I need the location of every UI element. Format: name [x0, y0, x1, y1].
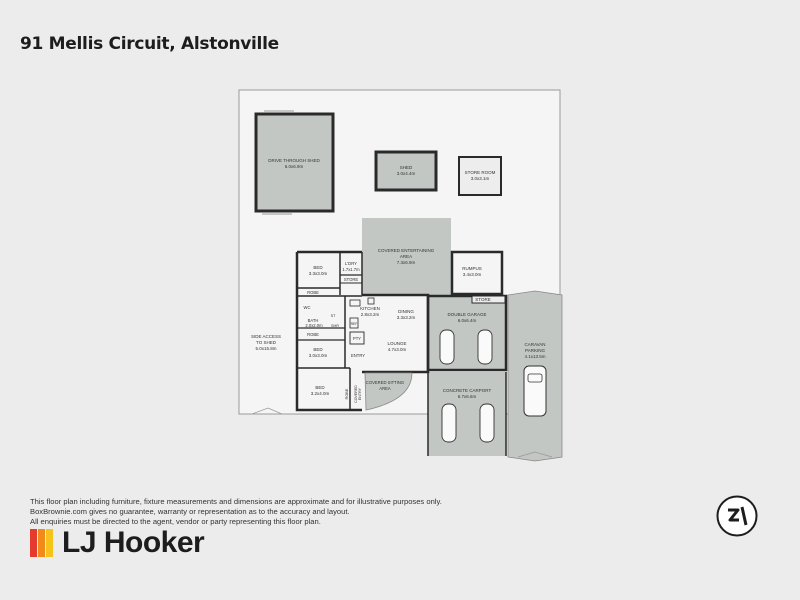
drive-through-shed-size: 6.0x6.9m [285, 164, 304, 169]
rumpus: RUMPUS 3.4x3.0m [450, 250, 504, 296]
boxbrownie-logo-icon [716, 495, 758, 537]
covered-entry-label: COVERED [354, 385, 358, 403]
ldry-label: L'DRY [345, 261, 357, 266]
caravan-parking-label-2: PARKING [525, 348, 545, 353]
covered-entertaining-size: 7.3x6.9m [397, 260, 416, 265]
shr-label: SHR [331, 324, 339, 328]
double-garage-size: 6.0x6.4m [458, 318, 477, 323]
disclaimer-line-3: All enquiries must be directed to the ag… [30, 517, 321, 526]
lounge-label: LOUNGE [387, 341, 406, 346]
pty-label: PTY [353, 336, 361, 341]
store-room-size: 3.0x3.1m [471, 176, 490, 181]
caravan-parking: CARAVAN PARKING 4.1x13.5m [507, 290, 563, 462]
double-garage-label: DOUBLE GARAGE [447, 312, 486, 317]
dining-size: 3.3x3.2m [397, 315, 416, 320]
covered-sitting-area: COVERED SITTING AREA [364, 372, 413, 411]
side-access-size: 5.0x15.8m [255, 346, 276, 351]
house-walls [295, 250, 430, 412]
caravan-parking-label: CARAVAN [524, 342, 545, 347]
bed-3-label: BED [315, 385, 325, 390]
logo-bars [30, 529, 54, 557]
page-title: 91 Mellis Circuit, Alstonville [20, 34, 279, 54]
lj-hooker-logo: LJ Hooker [30, 526, 205, 559]
rumpus-size: 3.4x3.0m [463, 272, 482, 277]
robe-1-label: ROBE [307, 290, 319, 295]
disclaimer: This floor plan including furniture, fix… [30, 497, 442, 527]
bath-label: BATH [308, 318, 319, 323]
bed-2-label: BED [313, 347, 323, 352]
drive-through-shed: DRIVE THROUGH SHED 6.0x6.9m [254, 110, 335, 215]
shed: SHED 3.0x4.4m [374, 150, 438, 192]
concrete-carport-label: CONCRETE CARPORT [443, 388, 492, 393]
kitchen-label: KITCHEN [360, 306, 380, 311]
covered-sitting-label: COVERED SITTING [366, 380, 404, 385]
side-access-label: SIDE ACCESS [251, 334, 281, 339]
dining-label: DINING [398, 309, 414, 314]
ref-label: REF [351, 322, 358, 326]
store-room-label: STORE ROOM [465, 170, 496, 175]
robe-3-label: ROBE [345, 388, 349, 399]
kitchen-size: 2.8x3.2m [361, 312, 380, 317]
st-label: ST [331, 314, 337, 318]
bed-2-size: 3.0x3.0m [309, 353, 328, 358]
covered-entertaining-label-2: AREA [400, 254, 412, 259]
covered-entry-label-2: ENTRY [358, 387, 362, 400]
store-1-label: STORE [344, 277, 359, 282]
rumpus-label: RUMPUS [462, 266, 482, 271]
bed-3-size: 3.2x4.0m [311, 391, 330, 396]
store-2-label: STORE [475, 297, 490, 302]
entry-label: ENTRY [351, 353, 365, 358]
disclaimer-line-2: BoxBrownie.com gives no guarantee, warra… [30, 507, 350, 516]
shed-size: 3.0x4.4m [397, 171, 416, 176]
shed-label: SHED [400, 165, 413, 170]
covered-entertaining-label: COVERED ENTERTAINING [378, 248, 435, 253]
lounge-size: 4.7x3.0m [388, 347, 407, 352]
wc-label: WC [304, 305, 311, 310]
bed-1-size: 3.3x3.0m [309, 271, 328, 276]
concrete-carport: CONCRETE CARPORT 6.7x6.6m [427, 372, 507, 456]
robe-2-label: ROBE [307, 332, 319, 337]
side-access-label-2: TO SHED [256, 340, 277, 345]
disclaimer-line-1: This floor plan including furniture, fix… [30, 497, 442, 506]
store-room: STORE ROOM 3.0x3.1m [458, 156, 502, 196]
covered-sitting-label-2: AREA [379, 386, 391, 391]
concrete-carport-size: 6.7x6.6m [458, 394, 477, 399]
bath-size: 2.0x2.0m [305, 323, 323, 328]
double-garage: STORE DOUBLE GARAGE 6.0x6.4m [426, 294, 508, 372]
brand-name: LJ Hooker [62, 526, 205, 559]
covered-entertaining-area: COVERED ENTERTAINING AREA 7.3x6.9m [362, 218, 451, 295]
ldry-size: 1.7x1.7m [342, 267, 360, 272]
drive-through-shed-label: DRIVE THROUGH SHED [268, 158, 320, 163]
bed-1-label: BED [313, 265, 323, 270]
caravan-parking-size: 4.1x13.5m [524, 354, 545, 359]
